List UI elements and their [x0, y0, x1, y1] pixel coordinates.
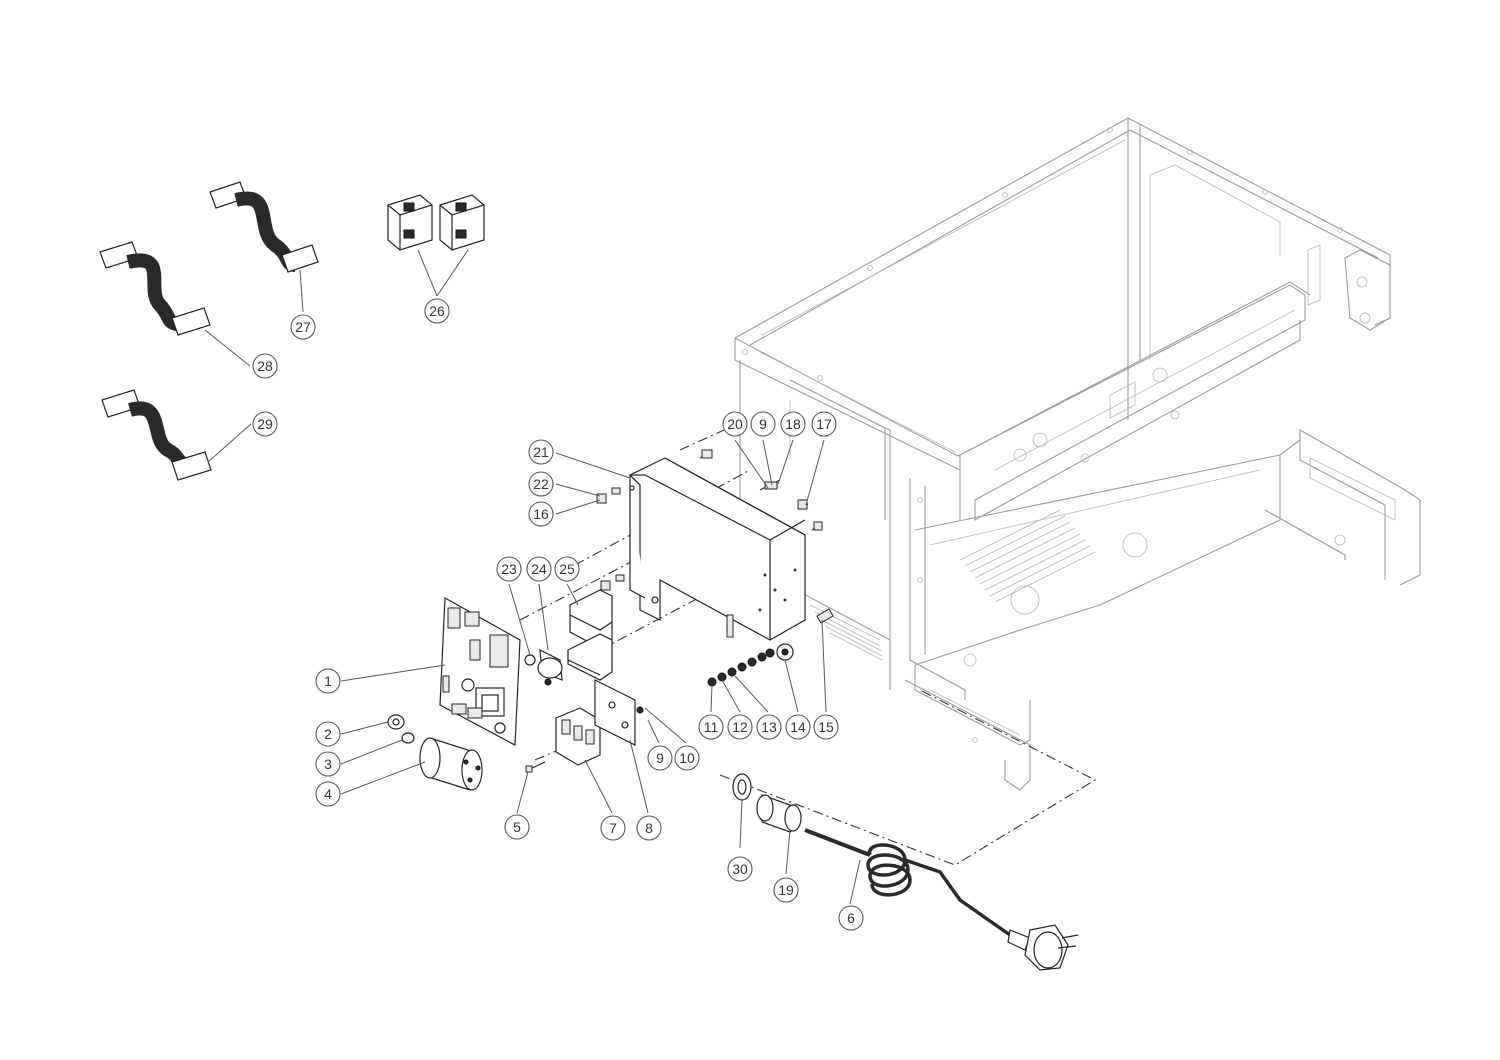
chassis-frame — [734, 117, 1421, 791]
callout-label: 16 — [533, 506, 549, 522]
callout-22: 22 — [528, 471, 554, 497]
cable-gland-19 — [756, 794, 802, 833]
callout-9-upper: 9 — [750, 411, 776, 437]
callout-label: 25 — [559, 561, 575, 577]
callout-label: 24 — [531, 561, 547, 577]
callout-label: 10 — [679, 750, 695, 766]
callout-1: 1 — [315, 668, 341, 694]
callout-2: 2 — [315, 721, 341, 747]
callout-label: 22 — [533, 476, 549, 492]
callout-18: 18 — [780, 411, 806, 437]
callout-9-lower: 9 — [647, 745, 673, 771]
callout-label: 13 — [761, 719, 777, 735]
grommet-30 — [732, 773, 752, 801]
callout-27: 27 — [290, 314, 316, 340]
callout-10: 10 — [674, 745, 700, 771]
callout-label: 4 — [324, 786, 332, 802]
callout-26: 26 — [424, 298, 450, 324]
mounting-plate-21 — [628, 457, 806, 641]
terminal-strip-11-15 — [707, 608, 834, 687]
fuse-holder-23-24 — [524, 648, 563, 686]
callout-20: 20 — [722, 411, 748, 437]
leader-lines — [204, 249, 861, 905]
callout-label: 1 — [324, 673, 332, 689]
callout-label: 27 — [295, 319, 311, 335]
callout-23: 23 — [496, 556, 522, 582]
callout-label: 26 — [429, 303, 445, 319]
callout-14: 14 — [785, 714, 811, 740]
callout-label: 14 — [790, 719, 806, 735]
callout-24: 24 — [526, 556, 552, 582]
power-cord-6 — [804, 828, 1079, 971]
callout-30: 30 — [727, 856, 753, 882]
callout-label: 5 — [513, 819, 521, 835]
callout-label: 9 — [656, 750, 664, 766]
callout-13: 13 — [756, 714, 782, 740]
callout-label: 20 — [727, 416, 743, 432]
callout-19: 19 — [773, 877, 799, 903]
nut-2-washer-3 — [387, 714, 415, 744]
callout-label: 30 — [732, 861, 748, 877]
callout-label: 12 — [732, 719, 748, 735]
callout-25: 25 — [554, 556, 580, 582]
callout-label: 9 — [759, 416, 767, 432]
callout-15: 15 — [813, 714, 839, 740]
callout-16: 16 — [528, 501, 554, 527]
heat-sink-25 — [567, 589, 613, 681]
callout-4: 4 — [315, 781, 341, 807]
bracket-8 — [594, 679, 644, 746]
callout-29: 29 — [252, 411, 278, 437]
callout-7: 7 — [600, 815, 626, 841]
callout-17: 17 — [811, 411, 837, 437]
callout-label: 28 — [257, 358, 273, 374]
callout-label: 23 — [501, 561, 517, 577]
callout-label: 8 — [645, 820, 653, 836]
screws-17-18-20 — [699, 449, 823, 531]
callout-3: 3 — [315, 751, 341, 777]
callout-label: 29 — [257, 416, 273, 432]
ribbon-cable-29 — [101, 389, 212, 481]
ribbon-cable-28 — [99, 241, 211, 336]
callout-21: 21 — [528, 439, 554, 465]
solid-state-relays-26 — [387, 194, 485, 251]
callout-label: 6 — [847, 910, 855, 926]
callout-label: 3 — [324, 756, 332, 772]
callout-5: 5 — [504, 814, 530, 840]
callout-12: 12 — [727, 714, 753, 740]
thermostat-4 — [419, 737, 483, 791]
callout-6: 6 — [838, 905, 864, 931]
terminal-block-7 — [555, 707, 601, 766]
callout-28: 28 — [252, 353, 278, 379]
callout-label: 19 — [778, 882, 794, 898]
callout-label: 15 — [818, 719, 834, 735]
ribbon-cable-27 — [209, 181, 319, 273]
callout-11: 11 — [698, 714, 724, 740]
callout-label: 18 — [785, 416, 801, 432]
screw-5 — [525, 761, 546, 773]
callout-label: 21 — [533, 444, 549, 460]
callout-label: 11 — [704, 719, 719, 735]
screws-16-22 — [596, 487, 625, 591]
callout-label: 17 — [816, 416, 832, 432]
callout-8: 8 — [636, 815, 662, 841]
callout-label: 7 — [609, 820, 617, 836]
callout-label: 2 — [324, 726, 332, 742]
pcb-board-1 — [439, 597, 521, 746]
